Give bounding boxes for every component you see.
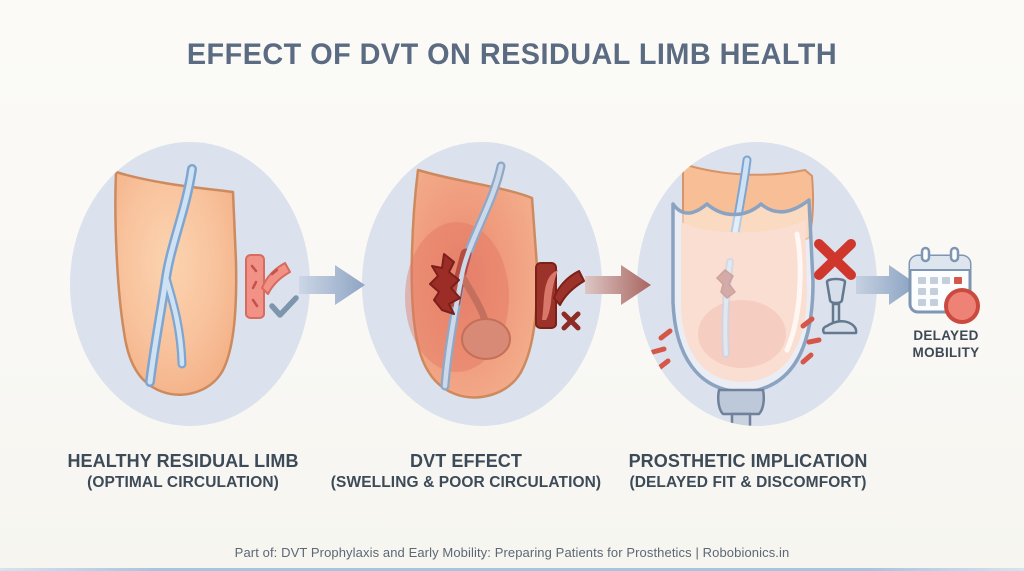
prosthetic-leg-icon [821, 277, 858, 335]
stage-title: DVT EFFECT [410, 451, 522, 471]
pressure-discomfort-marks [650, 316, 822, 371]
outcome-line-2: MOBILITY [912, 345, 980, 360]
stage-title: PROSTHETIC IMPLICATION [628, 451, 868, 471]
bottom-accent-line [0, 568, 1024, 571]
prosthetic-pylon [730, 412, 752, 426]
healthy-limb-illustration [114, 164, 238, 396]
arrow-prosthetic-to-outcome [856, 265, 918, 305]
arrow-healthy-to-dvt [299, 265, 365, 305]
stage-subtitle: (OPTIMAL CIRCULATION) [87, 474, 279, 491]
delay-clock-dot [944, 288, 980, 324]
swelling-bulge [461, 318, 511, 360]
page-title: EFFECT OF DVT ON RESIDUAL LIMB HEALTH [186, 38, 838, 71]
prosthesis-not-allowed-icon [814, 239, 858, 335]
stage-circle-dvt [362, 142, 602, 426]
check-icon [269, 295, 299, 318]
stage-subtitle: (SWELLING & POOR CIRCULATION) [330, 474, 602, 491]
stage-title: HEALTHY RESIDUAL LIMB [67, 451, 299, 471]
calendar-red-day [954, 277, 962, 284]
swollen-limb-illustration [405, 161, 539, 399]
healthy-vein-check-icon [245, 254, 299, 319]
blocked-vein-cross-icon [535, 262, 585, 331]
prosthetic-socket [671, 198, 815, 394]
outcome-label: DELAYED MOBILITY [886, 327, 1006, 361]
stage-subtitle: (DELAYED FIT & DISCOMFORT) [629, 474, 867, 491]
limb-in-socket-illustration [650, 155, 822, 426]
stage-label-dvt: DVT EFFECT (SWELLING & POOR CIRCULATION) [316, 451, 616, 492]
stage-circle-healthy [70, 142, 310, 426]
red-x-icon [814, 239, 856, 280]
blood-clot [429, 253, 461, 315]
delayed-calendar-icon [908, 246, 980, 324]
faint-blood-clot [715, 269, 737, 299]
stage-circle-prosthetic [637, 142, 877, 426]
outcome-line-1: DELAYED [913, 328, 979, 343]
socket-adapter [716, 388, 766, 416]
cross-icon [561, 311, 581, 331]
footer-attribution: Part of: DVT Prophylaxis and Early Mobil… [234, 545, 790, 560]
stage-label-prosthetic: PROSTHETIC IMPLICATION (DELAYED FIT & DI… [598, 451, 898, 492]
stage-label-healthy: HEALTHY RESIDUAL LIMB (OPTIMAL CIRCULATI… [33, 451, 333, 492]
arrow-dvt-to-prosthetic [585, 265, 651, 305]
